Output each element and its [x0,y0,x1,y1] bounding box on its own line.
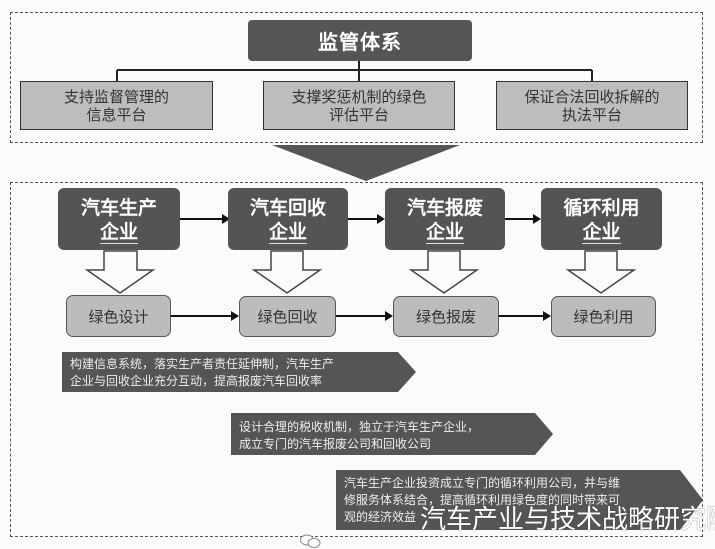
wechat-icon [300,534,321,548]
chain-group [10,182,703,537]
note-3-line3: 观的经济效益 [344,510,417,524]
green-stage-scrapping: 绿色报废 [393,296,499,337]
note-1-line2: 企业与回收企业充分互动，提高报废汽车回收率 [70,374,323,388]
arrowhead-icon [533,214,541,224]
platform-info: 支持监督管理的 信息平台 [20,81,213,130]
green-stage-design: 绿色设计 [66,295,171,337]
watermark-text: 汽车产业与技术战略研究院 [420,505,715,535]
platform-evaluation-line1: 支撑奖惩机制的绿色 [291,87,427,106]
platform-evaluation-line2: 评估平台 [328,105,389,124]
note-2-line2: 成立专门的汽车报废公司和回收公司 [239,437,432,451]
note-3-line2: 修服务体系结合，提高循环利用绿色度的同时带来可 [344,493,621,507]
platform-enforcement: 保证合法回收拆解的 执法平台 [496,81,688,130]
company-recycling-line1: 汽车回收 [249,196,326,219]
note-1-line1: 构建信息系统，落实生产者责任延伸制，汽车生产 [70,357,335,371]
company-scrapping-line1: 汽车报废 [406,196,483,219]
company-production-line1: 汽车生产 [80,196,157,219]
arrowhead-icon [385,311,393,321]
company-reuse-line1: 循环利用 [563,196,640,219]
note-banner-shape [336,470,703,530]
company-reuse-line2: 企业 [582,220,621,244]
company-recycling-line2: 企业 [268,220,307,244]
platform-info-line2: 信息平台 [86,105,147,124]
arrowhead-icon [231,311,239,321]
arrowhead-icon [222,214,230,224]
platform-enforcement-line1: 保证合法回收拆解的 [524,87,660,106]
green-stage-recycling: 绿色回收 [239,296,336,337]
note-1: 构建信息系统，落实生产者责任延伸制，汽车生产 企业与回收企业充分互动，提高报废汽… [62,352,402,392]
big-down-arrow-icon [272,145,460,181]
note-3: 汽车生产企业投资成立专门的循环利用公司，并与维 修服务体系结合，提高循环利用绿色… [336,470,686,530]
company-arrows [180,214,541,224]
platform-enforcement-line2: 执法平台 [561,105,622,124]
note-banner-shape [62,352,416,392]
note-2: 设计合理的税收机制，独立于汽车生产企业， 成立专门的汽车报废公司和回收公司 [231,413,541,455]
company-recycling: 汽车回收 企业 [228,188,348,250]
note-2-line1: 设计合理的税收机制，独立于汽车生产企业， [239,420,480,434]
supervision-group [10,12,703,143]
note-3-line1: 汽车生产企业投资成立专门的循环利用公司，并与维 [344,476,621,490]
platform-evaluation: 支撑奖惩机制的绿色 评估平台 [263,81,455,130]
arrowhead-icon [543,311,551,321]
hollow-down-arrow-icon [84,250,156,294]
note-banner-shape [231,413,553,455]
hollow-down-arrow-icon [251,250,323,294]
company-production-line2: 企业 [99,220,138,244]
green-arrows [171,311,551,321]
hollow-down-arrow-icon [408,250,480,294]
hollow-arrows [84,250,637,294]
green-stage-reuse: 绿色利用 [551,296,656,337]
company-scrapping-line2: 企业 [425,220,464,244]
company-reuse: 循环利用 企业 [541,188,662,250]
supervision-title: 监管体系 [248,20,472,61]
company-production: 汽车生产 企业 [58,188,180,250]
arrowhead-icon [377,214,385,224]
hollow-down-arrow-icon [565,250,637,294]
platform-info-line1: 支持监督管理的 [63,87,169,106]
company-scrapping: 汽车报废 企业 [385,188,505,250]
